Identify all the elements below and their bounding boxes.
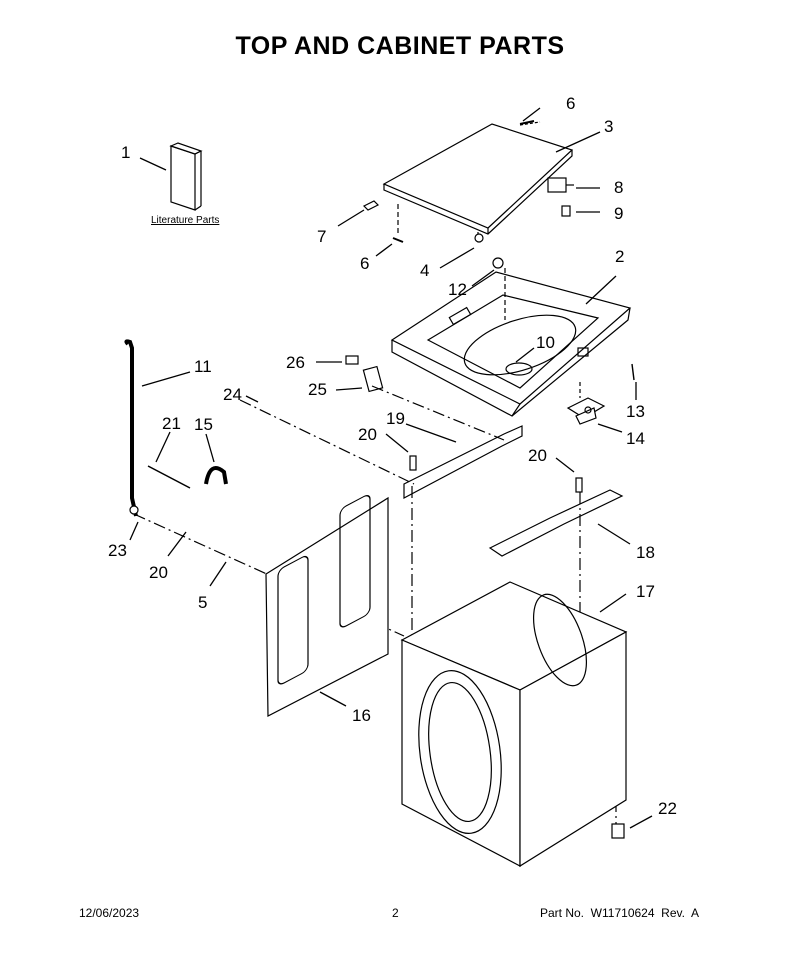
callout-20: 20 — [358, 425, 377, 444]
front-bracket-part — [403, 425, 523, 499]
literature-parts-label: Literature Parts — [151, 215, 220, 226]
callout-19: 19 — [386, 409, 405, 428]
rear-panel-part — [265, 494, 389, 717]
callout-9: 9 — [614, 204, 624, 223]
page-title: TOP AND CABINET PARTS — [235, 32, 565, 60]
cabinet-part — [400, 581, 628, 868]
callout-17: 17 — [636, 582, 655, 601]
literature-booklet — [169, 142, 203, 211]
callout-26: 26 — [286, 353, 305, 372]
callout-20: 20 — [149, 563, 168, 582]
callout-14: 14 — [626, 429, 645, 448]
lid-lock-part — [566, 397, 606, 425]
callout-2: 2 — [615, 247, 625, 266]
lid-fasteners — [362, 120, 535, 269]
top-panel-part — [390, 271, 632, 417]
callout-12: 12 — [448, 280, 467, 299]
callout-6: 6 — [566, 94, 576, 113]
callout-20: 20 — [528, 446, 547, 465]
drain-hose-part — [124, 339, 138, 517]
callout-7: 7 — [317, 227, 327, 246]
footer-date: 12/06/2023 — [79, 906, 140, 920]
footer-part-number: Part No. W11710624 Rev. A — [540, 906, 699, 920]
callout-18: 18 — [636, 543, 655, 562]
callout-6: 6 — [360, 254, 370, 273]
callout-25: 25 — [308, 380, 327, 399]
callout-10: 10 — [536, 333, 555, 352]
callout-1: 1 — [121, 143, 131, 162]
callout-24: 24 — [223, 385, 242, 404]
footer-page-number: 2 — [392, 906, 399, 920]
callout-15: 15 — [194, 415, 213, 434]
callout-23: 23 — [108, 541, 127, 560]
callout-4: 4 — [420, 261, 430, 280]
callout-21: 21 — [162, 414, 181, 433]
callout-11: 11 — [194, 357, 212, 376]
callout-8: 8 — [614, 178, 624, 197]
hose-bend-part — [204, 466, 228, 485]
lid-part — [382, 123, 574, 235]
callout-5: 5 — [198, 593, 208, 612]
callout-3: 3 — [604, 117, 614, 136]
rear-brace-part — [488, 489, 624, 557]
callout-22: 22 — [658, 799, 677, 818]
callout-16: 16 — [352, 706, 371, 725]
callout-13: 13 — [626, 402, 645, 421]
